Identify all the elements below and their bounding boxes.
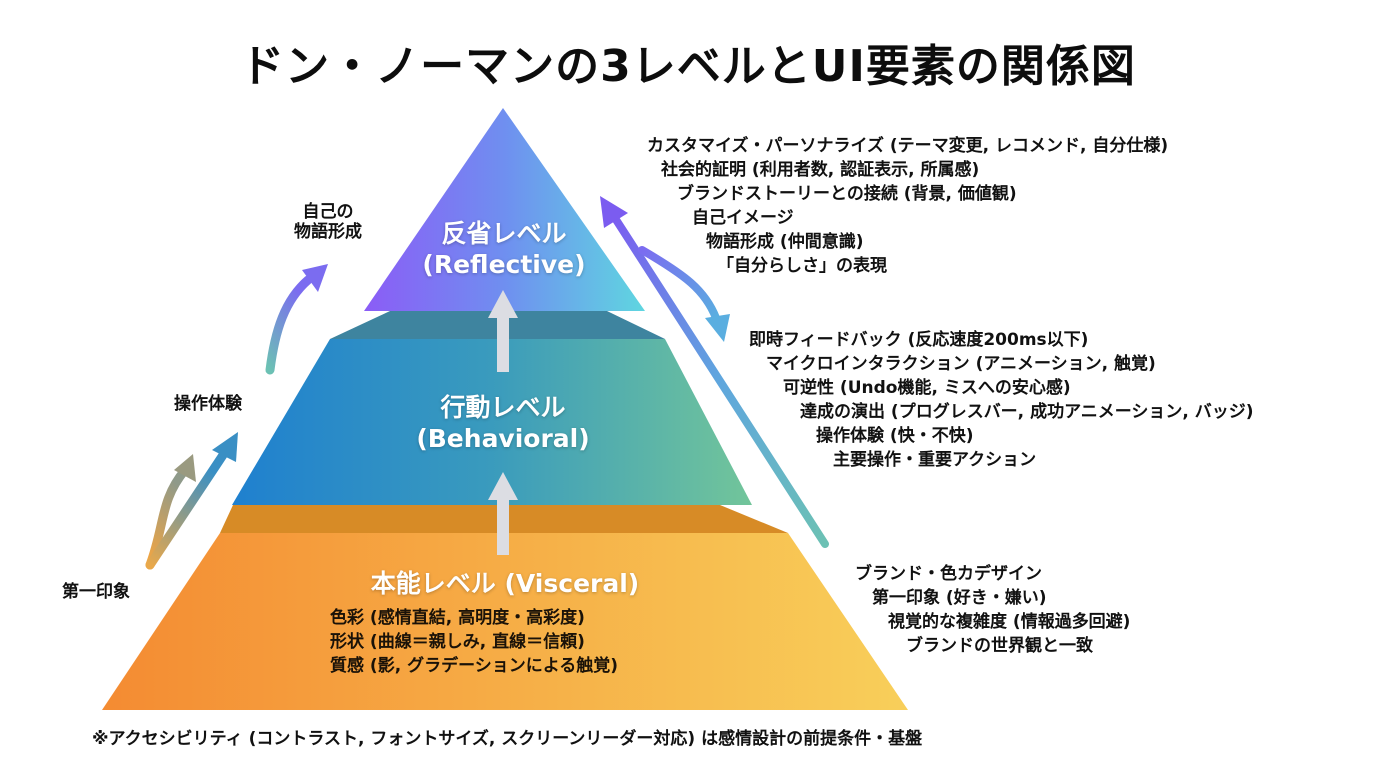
visceral-inner-item: 形状 (曲線＝親しみ, 直線＝信頼) bbox=[330, 632, 585, 652]
reflective-name-en: (Reflective) bbox=[422, 250, 586, 280]
behavioral-element: マイクロインタラクション (アニメーション, 触覚) bbox=[766, 354, 1156, 374]
right-arrow-curve-icon bbox=[638, 246, 730, 342]
left-arrow-self-story-icon bbox=[265, 264, 328, 375]
reflective-element: カスタマイズ・パーソナライズ (テーマ変更, レコメンド, 自分仕様) bbox=[647, 136, 1169, 156]
note-self-story-line: 物語形成 bbox=[294, 222, 362, 243]
behavioral-element: 操作体験 (快・不快) bbox=[816, 426, 974, 446]
arrow-behavioral-to-reflective-icon bbox=[488, 290, 518, 372]
behavioral-element: 主要操作・重要アクション bbox=[833, 450, 1037, 470]
visceral-elements-list: ブランド・色カデザイン 第一印象 (好き・嫌い) 視覚的な複雑度 (情報過多回避… bbox=[855, 562, 1130, 658]
visceral-level-body bbox=[102, 533, 908, 710]
visceral-level-label: 本能レベル (Visceral) bbox=[340, 568, 670, 599]
visceral-name: 本能レベル (Visceral) bbox=[370, 569, 640, 598]
reflective-element: 物語形成 (仲間意識) bbox=[706, 232, 864, 252]
visceral-inner-item: 色彩 (感情直結, 高明度・高彩度) bbox=[330, 608, 585, 628]
reflective-name-ja: 反省レベル bbox=[441, 219, 567, 248]
note-self-story-line: 自己の bbox=[302, 202, 354, 222]
visceral-inner-item: 質感 (影, グラデーションによる触覚) bbox=[330, 656, 618, 676]
arrow-visceral-to-behavioral-icon bbox=[488, 472, 518, 555]
note-operation-experience: 操作体験 bbox=[174, 394, 242, 414]
reflective-level-triangle bbox=[364, 108, 645, 311]
behavioral-element: 可逆性 (Undo機能, ミスへの安心感) bbox=[783, 378, 1071, 398]
reflective-element: ブランドストーリーとの接続 (背景, 価値観) bbox=[677, 184, 1017, 204]
visceral-inner-list: 色彩 (感情直結, 高明度・高彩度) 形状 (曲線＝親しみ, 直線＝信頼) 質感… bbox=[330, 606, 618, 678]
note-self-story: 自己の 物語形成 bbox=[294, 202, 362, 243]
visceral-element: 視覚的な複雑度 (情報過多回避) bbox=[888, 612, 1131, 632]
reflective-level-label: 反省レベル (Reflective) bbox=[404, 218, 604, 281]
reflective-element: 自己イメージ bbox=[692, 208, 794, 228]
behavioral-element: 即時フィードバック (反応速度200ms以下) bbox=[749, 330, 1089, 350]
visceral-element: ブランドの世界観と一致 bbox=[906, 636, 1093, 656]
behavioral-name-en: (Behavioral) bbox=[416, 424, 590, 454]
visceral-element: 第一印象 (好き・嫌い) bbox=[872, 588, 1047, 608]
note-first-impression: 第一印象 bbox=[62, 582, 130, 602]
behavioral-level-body bbox=[232, 339, 752, 505]
reflective-elements-list: カスタマイズ・パーソナライズ (テーマ変更, レコメンド, 自分仕様) 社会的証… bbox=[647, 134, 1168, 278]
right-arrow-long-icon bbox=[600, 196, 829, 548]
reflective-element: 社会的証明 (利用者数, 認証表示, 所属感) bbox=[661, 160, 980, 180]
left-arrow-operation-icon bbox=[145, 432, 238, 570]
accessibility-footnote: ※アクセシビリティ (コントラスト, フォントサイズ, スクリーンリーダー対応)… bbox=[92, 729, 923, 749]
behavioral-element: 達成の演出 (プログレスバー, 成功アニメーション, バッジ) bbox=[800, 402, 1254, 422]
visceral-element: ブランド・色カデザイン bbox=[855, 564, 1042, 584]
behavioral-elements-list: 即時フィードバック (反応速度200ms以下) マイクロインタラクション (アニ… bbox=[749, 328, 1254, 472]
behavioral-name-ja: 行動レベル bbox=[440, 393, 566, 422]
reflective-element: 「自分らしさ」の表現 bbox=[717, 256, 887, 276]
behavioral-level-label: 行動レベル (Behavioral) bbox=[393, 392, 613, 455]
diagram-title: ドン・ノーマンの3レベルとUI要素の関係図 bbox=[240, 41, 1136, 92]
